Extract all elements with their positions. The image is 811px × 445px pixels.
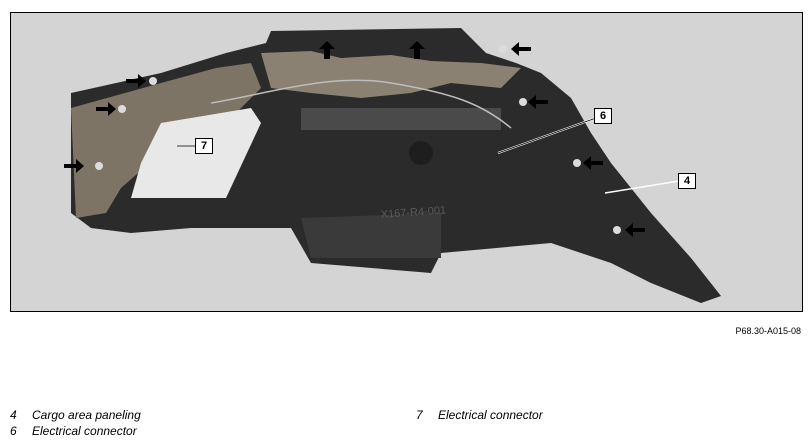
- fastener: [499, 45, 507, 53]
- fastener: [149, 77, 157, 85]
- figure-id: P68.30-A015-08: [735, 326, 801, 336]
- mechanism-rail: [301, 108, 501, 130]
- wiring-harness: [210, 79, 512, 129]
- fastener: [519, 98, 527, 106]
- legend-item-4: 4 Cargo area paneling: [10, 408, 141, 422]
- arrow-icon: [64, 41, 645, 237]
- legend-text: Electrical connector: [438, 408, 543, 422]
- legend-item-6: 6 Electrical connector: [10, 424, 137, 438]
- part-stamp: X167-R4-001: [380, 204, 446, 221]
- callout-6: 6: [594, 108, 612, 124]
- legend-number: 7: [416, 408, 423, 422]
- fastener: [613, 226, 621, 234]
- felt-insulation-top: [261, 51, 521, 98]
- legend-text: Cargo area paneling: [32, 408, 141, 422]
- motor: [409, 141, 433, 165]
- lower-panel: [301, 213, 441, 258]
- callout-7: 7: [195, 138, 213, 154]
- legend-item-7: 7 Electrical connector: [416, 408, 543, 422]
- fastener: [118, 105, 126, 113]
- leader-line-4: [604, 180, 680, 194]
- fastener: [95, 162, 103, 170]
- figure-photo: X167-R4-001: [10, 12, 803, 312]
- leader-line-6-inner: [497, 117, 597, 154]
- legend-number: 6: [10, 424, 17, 438]
- legend-text: Electrical connector: [32, 424, 137, 438]
- legend-number: 4: [10, 408, 17, 422]
- callout-4: 4: [678, 173, 696, 189]
- fastener: [573, 159, 581, 167]
